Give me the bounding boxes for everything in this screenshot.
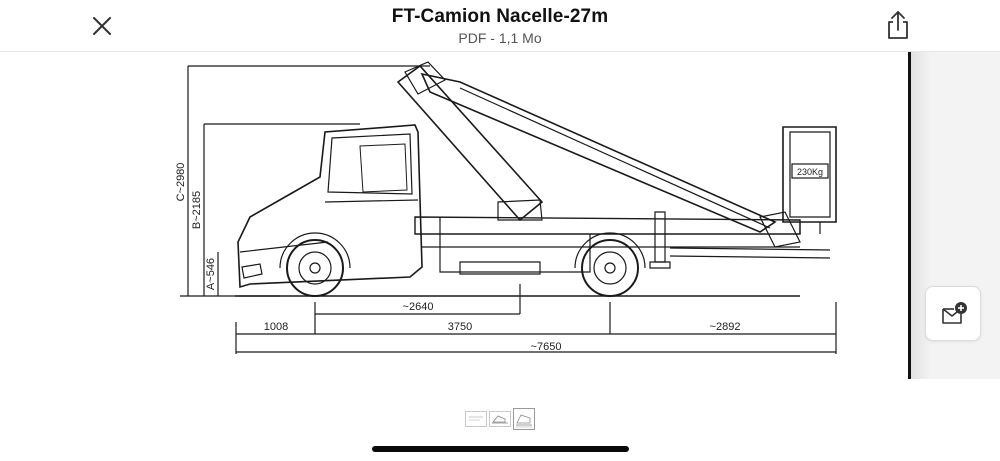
page-thumbnail-2[interactable] [489, 411, 511, 427]
share-button[interactable] [882, 8, 914, 42]
label-height-a: A~546 [205, 258, 217, 290]
document-title: FT-Camion Nacelle-27m [391, 6, 609, 27]
close-icon [93, 17, 111, 35]
page-thumbnail-3[interactable] [513, 408, 535, 430]
close-button[interactable] [86, 10, 118, 42]
label-dim-2640: ~2640 [403, 301, 434, 313]
label-dim-3750: 3750 [448, 321, 472, 333]
label-dim-1008: 1008 [264, 321, 288, 333]
truck-drawing: C~2980 B~2185 A~546 ~2640 1008 3750 ~289… [175, 61, 837, 354]
markup-add-icon [942, 302, 967, 324]
thumbnail-preview-icon [492, 415, 508, 424]
page-thumbnails [465, 408, 539, 432]
page-edge [908, 52, 911, 379]
document-subtitle: PDF - 1,1 Mo [458, 30, 542, 46]
share-icon [888, 11, 908, 39]
label-height-b: B~2185 [191, 191, 203, 229]
label-dim-2892: ~2892 [710, 321, 741, 333]
label-basket-load: 230Kg [797, 167, 823, 177]
markup-button[interactable] [925, 286, 981, 341]
thumbnail-preview-icon [469, 416, 483, 421]
top-bar: FT-Camion Nacelle-27m PDF - 1,1 Mo [0, 0, 1000, 52]
thumbnail-preview-icon [516, 414, 532, 428]
label-dim-7650: ~7650 [531, 341, 562, 353]
label-height-c: C~2980 [175, 163, 187, 202]
page-thumbnail-1[interactable] [465, 411, 487, 427]
home-indicator[interactable] [372, 446, 629, 452]
